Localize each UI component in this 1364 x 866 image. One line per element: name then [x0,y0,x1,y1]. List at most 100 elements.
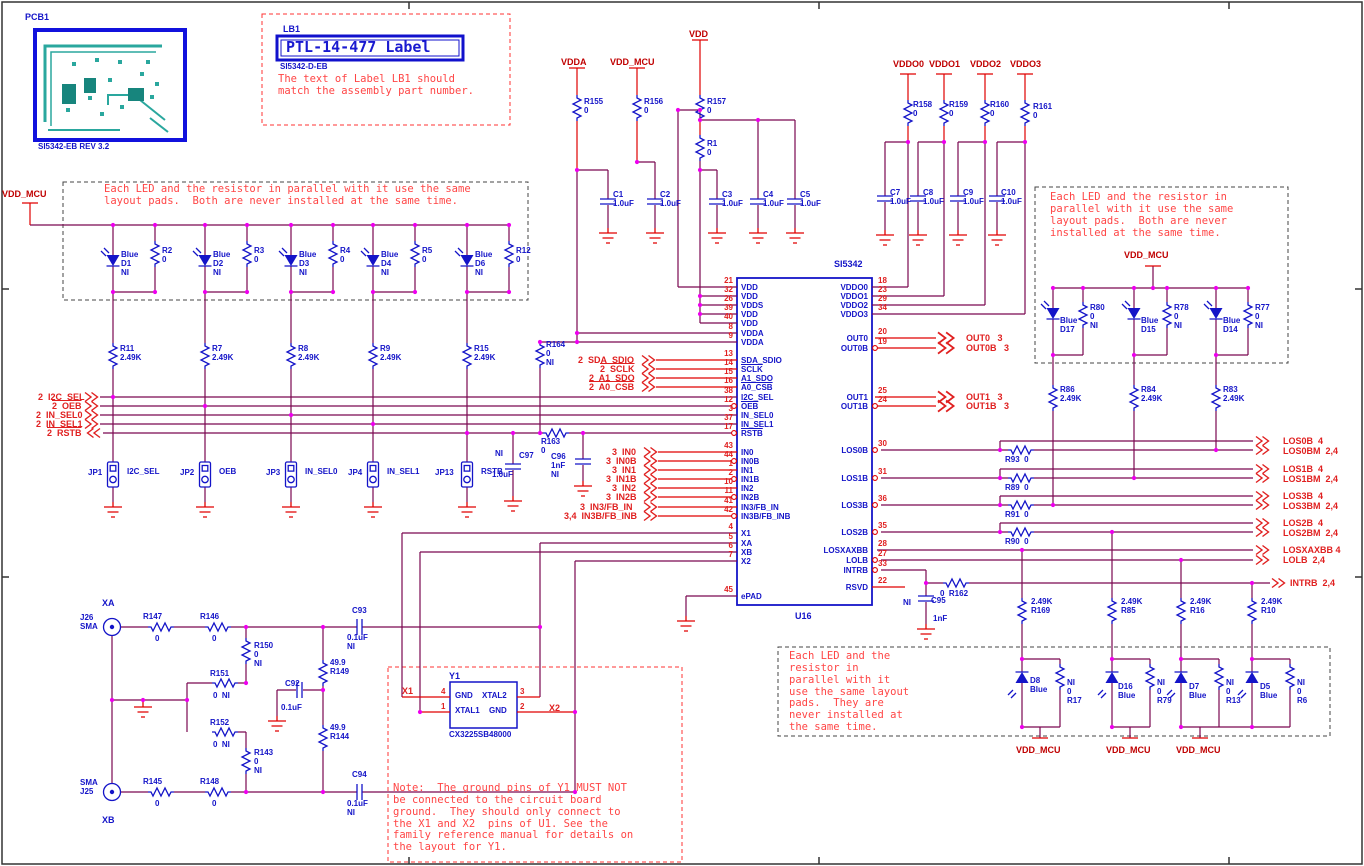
label-j25: SMA J25 [80,778,98,797]
u16-pin-3-num: 3 [728,404,733,413]
label-r155: R155 0 [584,97,604,116]
label-r5: R5 0 [422,246,433,265]
u16-pin-42-num: 42 [724,505,733,514]
u16-pin-38-num: 38 [724,386,733,395]
label-r148: R148 [200,777,220,786]
u16-pin-45-num: 45 [724,585,733,594]
u16-title: SI5342 [834,259,863,269]
net-vdd-mcu-left: VDD_MCU [2,189,47,199]
u16-pin-2-name: IN1B [741,475,760,484]
label-c94-val: 0.1uF NI [347,799,368,818]
u16-pin-26-name: VDDS [741,301,764,310]
u16-pin-41-num: 41 [724,496,733,505]
label-r15: R15 2.49K [474,344,496,363]
u16-pin-39-name: VDD [741,310,758,319]
label-r160: R160 0 [990,100,1010,119]
u16-pin-37-name: IN_SEL1 [741,420,774,429]
u16-pin-7-name: X2 [741,557,751,566]
label-r144: 49.9 R144 [330,723,350,742]
y1-pin3: 3 [520,687,525,696]
label-r146-val: 0 [212,634,217,643]
label-d14: Blue D14 [1223,316,1241,335]
label-r93: R93 0 [1005,455,1029,464]
out0b-label: OUT0B 3 [966,343,1010,353]
label-r147: R147 [143,612,163,621]
label-c97-ref: C97 [519,451,534,460]
jumper-jp13-ref: JP13 [435,468,454,477]
net-vdd-mcu-top: VDD_MCU [610,57,655,67]
u16-pin-32-num: 32 [724,285,733,294]
u16-pin-14-name: SCLK [741,365,763,374]
jumper-jp2-ref: JP2 [180,468,195,477]
u16-pin-40-num: 40 [724,312,733,321]
u16-pin-11-name: IN2B [741,493,760,502]
label-r77: R77 0 NI [1255,303,1270,331]
label-r16: 2.49K R16 [1190,597,1212,616]
u16-pin-18-name: VDDO0 [840,283,868,292]
label-d1: Blue D1 NI [121,250,139,278]
u16-pin-25-name: OUT1 [846,393,868,402]
out1-label: OUT1 3 [966,392,1003,402]
u16-pin-10-name: IN2 [741,484,754,493]
y1-gnd-top: GND [455,691,473,700]
label-r159: R159 0 [949,100,969,119]
u16-pin-22-name: RSVD [845,583,868,592]
net-vddo1: VDDO1 [929,59,961,69]
u16-pin-29-num: 29 [878,294,887,303]
u16-pin-24-num: 24 [878,395,887,404]
label-r10: 2.49K R10 [1261,597,1283,616]
u16-pin-34-name: VDDO3 [840,310,868,319]
u16-pin-18-num: 18 [878,276,887,285]
jumper-jp3-ref: JP3 [266,468,281,477]
label-c4: C4 1.0uF [763,190,784,209]
label-d2: Blue D2 NI [213,250,231,278]
los1b-label: LOS1B 4 [1283,464,1324,474]
label-r6: NI 0 R6 [1297,678,1308,706]
label-r156: R156 0 [644,97,664,116]
y1-part: CX3225SB48000 [449,730,512,739]
net-x1: X1 [402,686,414,696]
label-d17: Blue D17 [1060,316,1078,335]
u16-pin-30-num: 30 [878,439,887,448]
los1bm-label: LOS1BM 2,4 [1283,474,1339,484]
sig-in2b: 3 IN2B [606,492,637,502]
net-x2: X2 [549,703,561,713]
los3bm-label: LOS3BM 2,4 [1283,501,1339,511]
label-c3: C3 1.0uF [722,190,743,209]
wires-maroon [30,109,1291,793]
label-r12: R12 0 [516,246,531,265]
pin-bubbles [731,345,878,573]
sig-in0b: 3 IN0B [606,456,637,466]
u16-pin-23-num: 23 [878,285,887,294]
label-j26: J26 SMA [80,613,98,632]
label-c8: C8 1.0uF [923,188,944,207]
u16-pin-34-num: 34 [878,303,887,312]
u16-pin-32-name: VDD [741,292,758,301]
u16-pin-37-num: 37 [724,413,733,422]
u16-pin-10-num: 10 [724,477,733,486]
lb1-label-text: PTL-14-477 Label [286,38,431,56]
label-r152: R152 [210,718,230,727]
label-c97-val: 1.0uF [492,470,513,479]
y1-pin2: 2 [520,702,525,711]
label-r7: R7 2.49K [212,344,234,363]
u16-pin-43-name: IN0 [741,448,754,457]
lb1-note: The text of Label LB1 should match the a… [278,73,474,97]
u16-pin-4-name: X1 [741,529,751,538]
los0b-label: LOS0B 4 [1283,436,1324,446]
u16-pin-15-num: 15 [724,367,733,376]
intrb-label: INTRB 2,4 [1290,578,1336,588]
label-c95-val: 1nF [933,614,948,623]
u16-pin-36-name: LOS3B [841,501,868,510]
u16-pin-35-name: LOS2B [841,528,868,537]
label-d5: D5 Blue [1260,682,1278,701]
sig-sda-sdio: 2 SDA_SDIO [578,355,635,365]
u16-pin-40-name: VDD [741,319,758,328]
label-r86: R86 2.49K [1060,385,1082,404]
u16-pin-21-num: 21 [724,276,733,285]
label-r17: NI 0 R17 [1067,678,1082,706]
label-c95-ni: NI [903,598,911,607]
wires-red [22,39,1208,739]
losxaxbb-label: LOSXAXBB 4 [1283,545,1341,555]
label-r80: R80 0 NI [1090,303,1105,331]
